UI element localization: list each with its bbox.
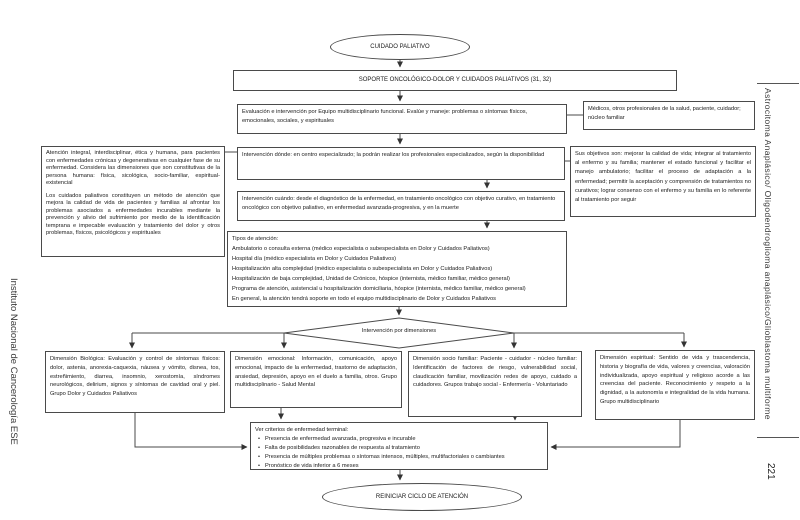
- list-item: En general, la atención tendrá soporte e…: [232, 295, 496, 302]
- objetivos-box: Sus objetivos son: mejorar la calidad de…: [570, 146, 756, 217]
- criterios-terminal-title: Ver criterios de enfermedad terminal:: [255, 427, 349, 433]
- list-item: Hospitalización de baja complejidad, Uni…: [232, 275, 510, 282]
- page-number: 221: [765, 463, 776, 480]
- tipos-atencion-title: Tipos de atención:: [232, 236, 279, 242]
- list-item: Programa de atención, asistencial u hosp…: [232, 285, 526, 292]
- soporte-oncologico-box: SOPORTE ONCOLÓGICO-DOLOR Y CUIDADOS PALI…: [233, 70, 677, 91]
- intervencion-cuando-box: Intervención cuándo: desde el diagnóstic…: [237, 191, 565, 221]
- atencion-integral-box: Atención integral, interdisciplinar, éti…: [41, 146, 225, 257]
- right-margin-rule-top: [757, 83, 799, 84]
- dimension-socio-familiar-box: Dimensión socio familiar: Paciente - cui…: [408, 351, 582, 417]
- criterios-terminal-list: Presencia de enfermedad avanzada, progre…: [255, 435, 543, 471]
- medicos-profesionales-box: Médicos, otros profesionales de la salud…: [583, 101, 755, 130]
- list-item: Presencia de múltiples problemas o sínto…: [255, 453, 543, 462]
- list-item: Ambulatorio o consulta externa (médico e…: [232, 245, 490, 252]
- list-item: Presencia de enfermedad avanzada, progre…: [255, 435, 543, 444]
- right-margin-rule-bottom: [757, 437, 799, 438]
- evaluacion-intervencion-box: Evaluación e intervención por Equipo mul…: [237, 104, 567, 134]
- list-item: Hospitalización alta complejidad (médico…: [232, 265, 493, 272]
- list-item: Hospital día (médico especialista en Dol…: [232, 255, 397, 262]
- atencion-integral-paragraph-2: Los cuidados paliativos constituyen un m…: [46, 192, 220, 237]
- list-item: Falta de posibilidades razonables de res…: [255, 444, 543, 453]
- list-item: Pronóstico de vida inferior a 6 meses: [255, 462, 543, 471]
- dimension-emocional-box: Dimensión emocional: Información, comuni…: [230, 351, 402, 408]
- intervencion-dimensiones-diamond-label: Intervención por dimensiones: [361, 328, 437, 334]
- intervencion-donde-box: Intervención dónde: en centro especializ…: [237, 147, 565, 180]
- criterios-terminal-box: Ver criterios de enfermedad terminal: Pr…: [250, 422, 548, 471]
- start-ellipse: CUIDADO PALIATIVO: [330, 34, 470, 60]
- dimension-espiritual-box: Dimensión espiritual: Sentido de vida y …: [595, 350, 755, 420]
- reiniciar-ellipse: REINICIAR CICLO DE ATENCIÓN: [322, 483, 522, 511]
- dimension-biologica-box: Dimensión Biológica: Evaluación y contro…: [45, 351, 225, 413]
- tipos-atencion-box: Tipos de atención: Ambulatorio o consult…: [227, 231, 567, 307]
- left-margin-institution-text: Instituto Nacional de Cancerología ESE: [8, 278, 19, 445]
- atencion-integral-paragraph-1: Atención integral, interdisciplinar, éti…: [46, 150, 220, 187]
- right-margin-chapter-text: Astrocitoma Anaplásico/ Oligodendrogliom…: [763, 88, 773, 420]
- tipos-atencion-list: Ambulatorio o consulta externa (médico e…: [232, 245, 562, 305]
